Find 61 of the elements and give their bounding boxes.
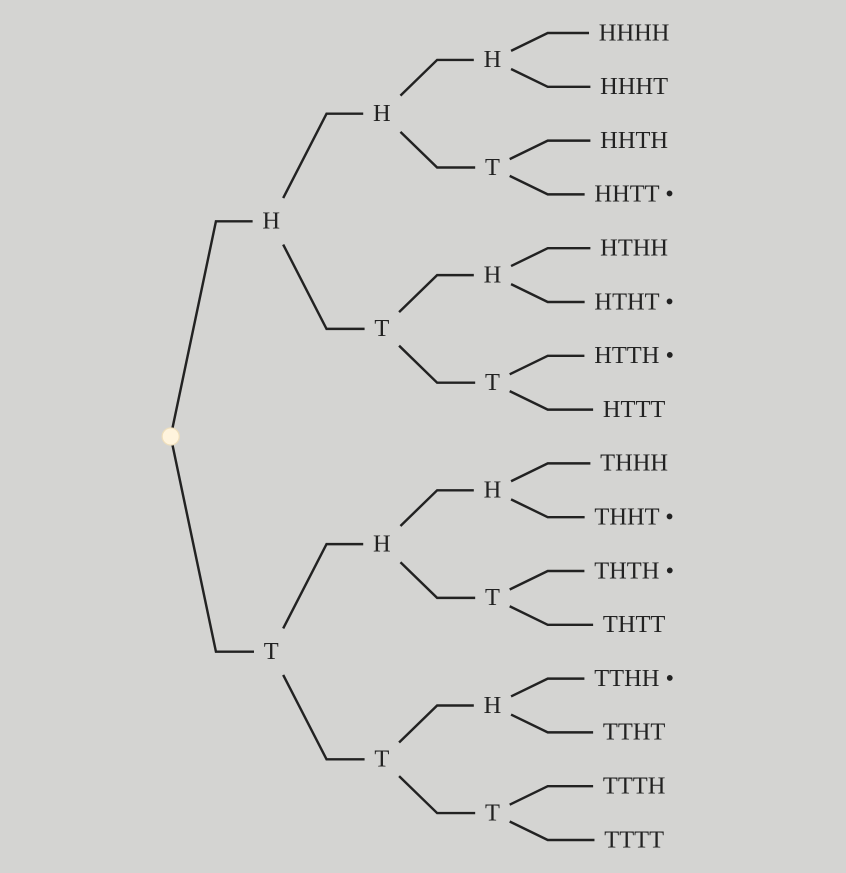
node-text: HTTT [602, 396, 666, 424]
connector [398, 775, 476, 814]
node-text: HHTT • [594, 180, 674, 208]
connector [510, 68, 590, 88]
node-text: T [374, 746, 390, 773]
connector [510, 498, 585, 518]
node-text: TTTH [602, 772, 666, 800]
node-text: HHHT [600, 73, 668, 100]
connector [510, 32, 590, 52]
connector [510, 677, 584, 698]
node-text: T [484, 154, 500, 181]
node-text: TTTT [604, 826, 664, 854]
connector [510, 246, 590, 268]
connector [282, 244, 365, 330]
connector [510, 462, 590, 482]
connector [509, 390, 594, 411]
node-text: H [262, 208, 280, 235]
connector [282, 674, 365, 761]
connector [398, 704, 474, 744]
node-text: HTHT • [594, 288, 674, 316]
node-text: HTTH • [594, 342, 674, 370]
connector [509, 820, 594, 842]
connector [400, 489, 474, 527]
node-text: THTT [602, 611, 666, 638]
node-text: T [484, 584, 500, 612]
connector [509, 174, 585, 196]
connector [171, 444, 254, 653]
node-text: H [484, 692, 502, 719]
node-text: TTHH • [594, 665, 674, 692]
node-text: THTH • [594, 558, 674, 584]
node-text: T [484, 800, 500, 827]
node-point [162, 427, 180, 446]
connector [398, 344, 476, 384]
node-text: HHHH [598, 20, 670, 46]
connector [509, 139, 590, 160]
node-text: H [373, 100, 391, 128]
node-text: TTHT [602, 718, 666, 746]
node-text: H [373, 530, 391, 558]
connector [400, 130, 476, 169]
node-text: THHH [600, 450, 668, 477]
connector [509, 354, 584, 376]
connector [282, 112, 364, 199]
connector [509, 605, 594, 626]
connector [171, 220, 253, 428]
node-text: T [484, 369, 500, 396]
node-text: H [484, 476, 502, 504]
connector [282, 542, 364, 630]
connector [510, 713, 594, 734]
node-text: H [484, 46, 502, 74]
node-text: THHT • [594, 504, 674, 531]
node-text: T [264, 638, 279, 666]
node-text: HHTH [600, 127, 668, 154]
connector [400, 561, 476, 600]
node-text: HTHH [600, 234, 668, 262]
node-text: H [484, 262, 502, 289]
node-text: T [374, 315, 390, 342]
connector [510, 283, 585, 304]
connector [398, 274, 474, 313]
connector [400, 58, 474, 96]
connector [509, 784, 594, 806]
connector [509, 570, 584, 591]
